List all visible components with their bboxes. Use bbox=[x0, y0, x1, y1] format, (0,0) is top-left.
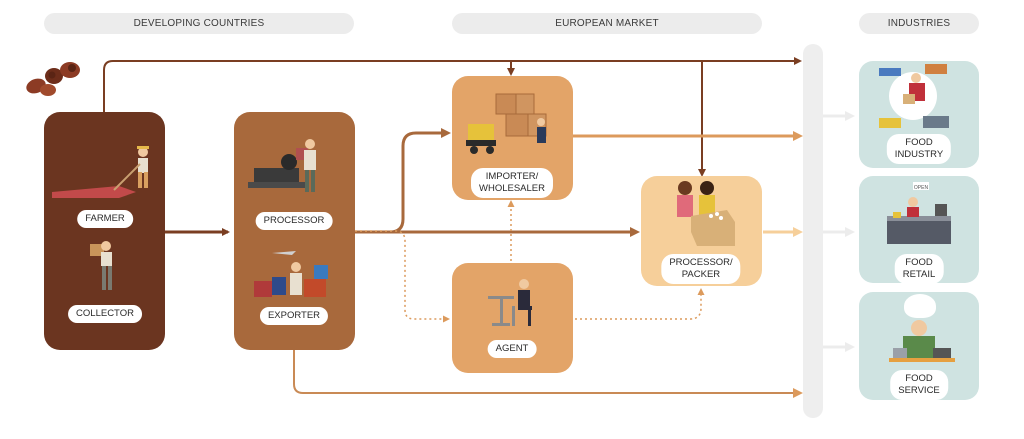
processor-label: PROCESSOR bbox=[255, 212, 333, 230]
collector-icon bbox=[90, 241, 112, 290]
arrow-farmer-to-market bbox=[103, 57, 802, 112]
processor-packer-label: PROCESSOR/PACKER bbox=[661, 254, 741, 284]
processor-machine-icon bbox=[248, 139, 316, 192]
food-industry-icon bbox=[879, 64, 949, 128]
header-developing-label: DEVELOPING COUNTRIES bbox=[133, 18, 265, 29]
food-retail-label-line2: RETAIL bbox=[902, 269, 936, 280]
arrow-exporter-importer bbox=[355, 128, 451, 234]
agent-label: AGENT bbox=[487, 340, 537, 358]
food-service-label-line2: SERVICE bbox=[898, 385, 940, 396]
food-industry-label-line1: FOOD bbox=[905, 137, 933, 148]
retail-sign-text: OPEN bbox=[914, 185, 929, 191]
packer-label-line2: PACKER bbox=[681, 269, 721, 280]
header-european-market: EUROPEAN MARKET bbox=[452, 13, 762, 34]
header-industries: INDUSTRIES bbox=[859, 13, 979, 34]
importer-label-line2: WHOLESALER bbox=[479, 183, 545, 194]
food-service-icon bbox=[889, 320, 955, 362]
arrow-exporter-bottom bbox=[293, 350, 803, 398]
collector-label: COLLECTOR bbox=[68, 305, 142, 323]
importer-wholesaler-label: IMPORTER/WHOLESALER bbox=[471, 168, 553, 198]
farmer-icon bbox=[52, 146, 149, 198]
food-retail-label-line1: FOOD bbox=[905, 257, 933, 268]
exporter-cargo-icon bbox=[254, 251, 328, 297]
food-retail-icon: OPEN bbox=[887, 182, 951, 244]
chef-hat-icon bbox=[904, 294, 936, 318]
clove-spice-icon bbox=[26, 62, 80, 96]
importer-label-line1: IMPORTER/ bbox=[485, 171, 539, 182]
exporter-label: EXPORTER bbox=[259, 307, 329, 325]
header-european-label: EUROPEAN MARKET bbox=[555, 18, 659, 29]
market-divider bbox=[803, 44, 823, 418]
agent-desk-icon bbox=[488, 279, 532, 326]
food-service-label-line1: FOOD bbox=[905, 373, 933, 384]
header-developing-countries: DEVELOPING COUNTRIES bbox=[44, 13, 354, 34]
packer-people-icon bbox=[677, 181, 735, 246]
header-industries-label: INDUSTRIES bbox=[887, 18, 951, 29]
farmer-label: FARMER bbox=[77, 210, 133, 228]
forklift-warehouse-icon bbox=[466, 93, 547, 154]
packer-label-line1: PROCESSOR/ bbox=[669, 257, 733, 268]
food-industry-label-line2: INDUSTRY bbox=[894, 149, 944, 160]
